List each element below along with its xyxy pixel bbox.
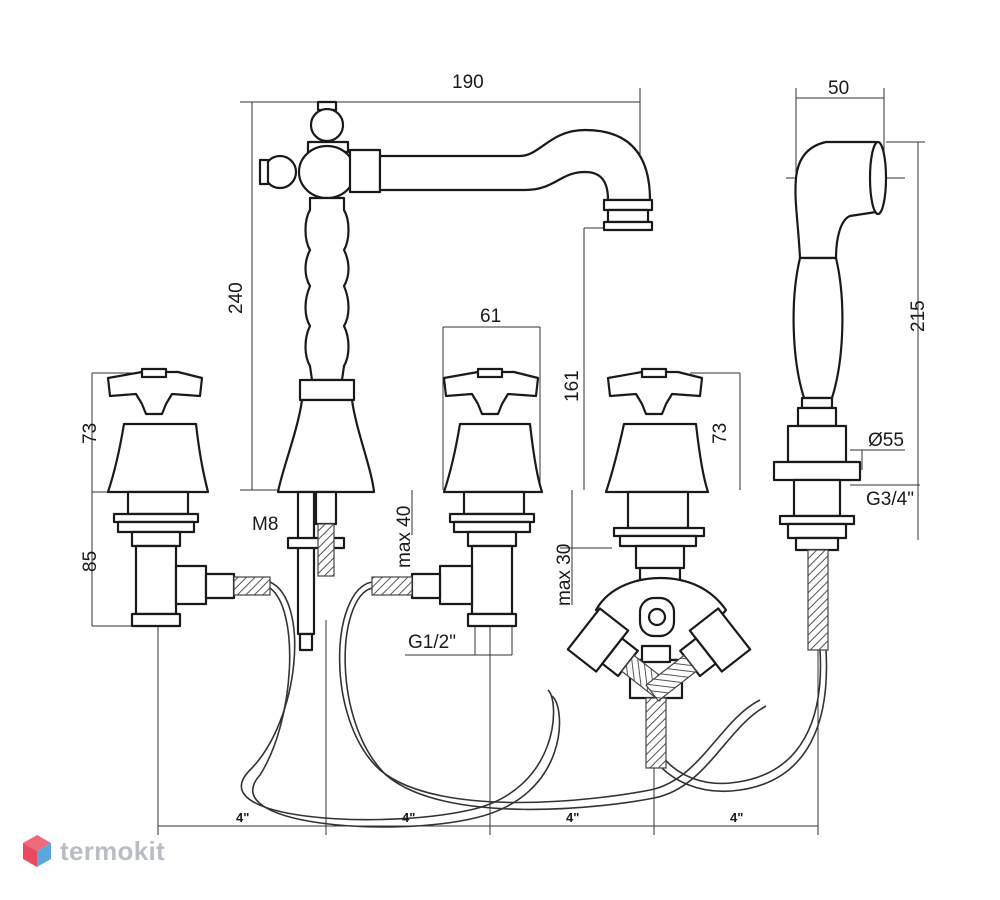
dim-inlet-thread: G1/2" bbox=[408, 632, 456, 653]
dim-shower-base-diameter: Ø55 bbox=[868, 430, 904, 451]
dim-max-deck-right: max 30 bbox=[554, 544, 575, 606]
center-cross-handle-valve bbox=[371, 367, 544, 628]
dim-outlet-height: 161 bbox=[562, 370, 583, 402]
spout-body bbox=[258, 100, 654, 652]
dim-handle-height-left: 73 bbox=[80, 423, 101, 444]
dim-max-deck-left: max 40 bbox=[394, 506, 415, 568]
connection-hoses bbox=[240, 581, 828, 828]
left-cross-handle-valve bbox=[106, 367, 271, 628]
dim-stud-thread: M8 bbox=[252, 514, 278, 535]
watermark: termokit bbox=[22, 834, 165, 868]
dim-spacing-3: 4" bbox=[566, 810, 579, 825]
dim-handle-width: 61 bbox=[480, 306, 501, 327]
dim-spacing-4: 4" bbox=[730, 810, 743, 825]
dim-spacing-2: 4" bbox=[402, 810, 415, 825]
dim-handle-height-right: 73 bbox=[710, 423, 731, 444]
cube-logo-icon bbox=[23, 835, 51, 867]
watermark-text: termokit bbox=[60, 835, 165, 866]
dim-valve-height: 85 bbox=[80, 551, 101, 572]
dim-spout-reach: 190 bbox=[452, 72, 484, 93]
dim-shower-width: 50 bbox=[828, 78, 849, 99]
hand-shower bbox=[772, 140, 888, 651]
dimension-labels: 190 240 61 161 73 73 85 M8 max 40 max 30… bbox=[80, 72, 929, 825]
dim-shower-length: 215 bbox=[908, 300, 929, 332]
right-cross-handle-valve bbox=[566, 367, 752, 769]
dim-spout-height: 240 bbox=[226, 282, 247, 314]
dim-shower-thread: G3/4" bbox=[866, 489, 914, 510]
dim-spacing-1: 4" bbox=[236, 810, 249, 825]
